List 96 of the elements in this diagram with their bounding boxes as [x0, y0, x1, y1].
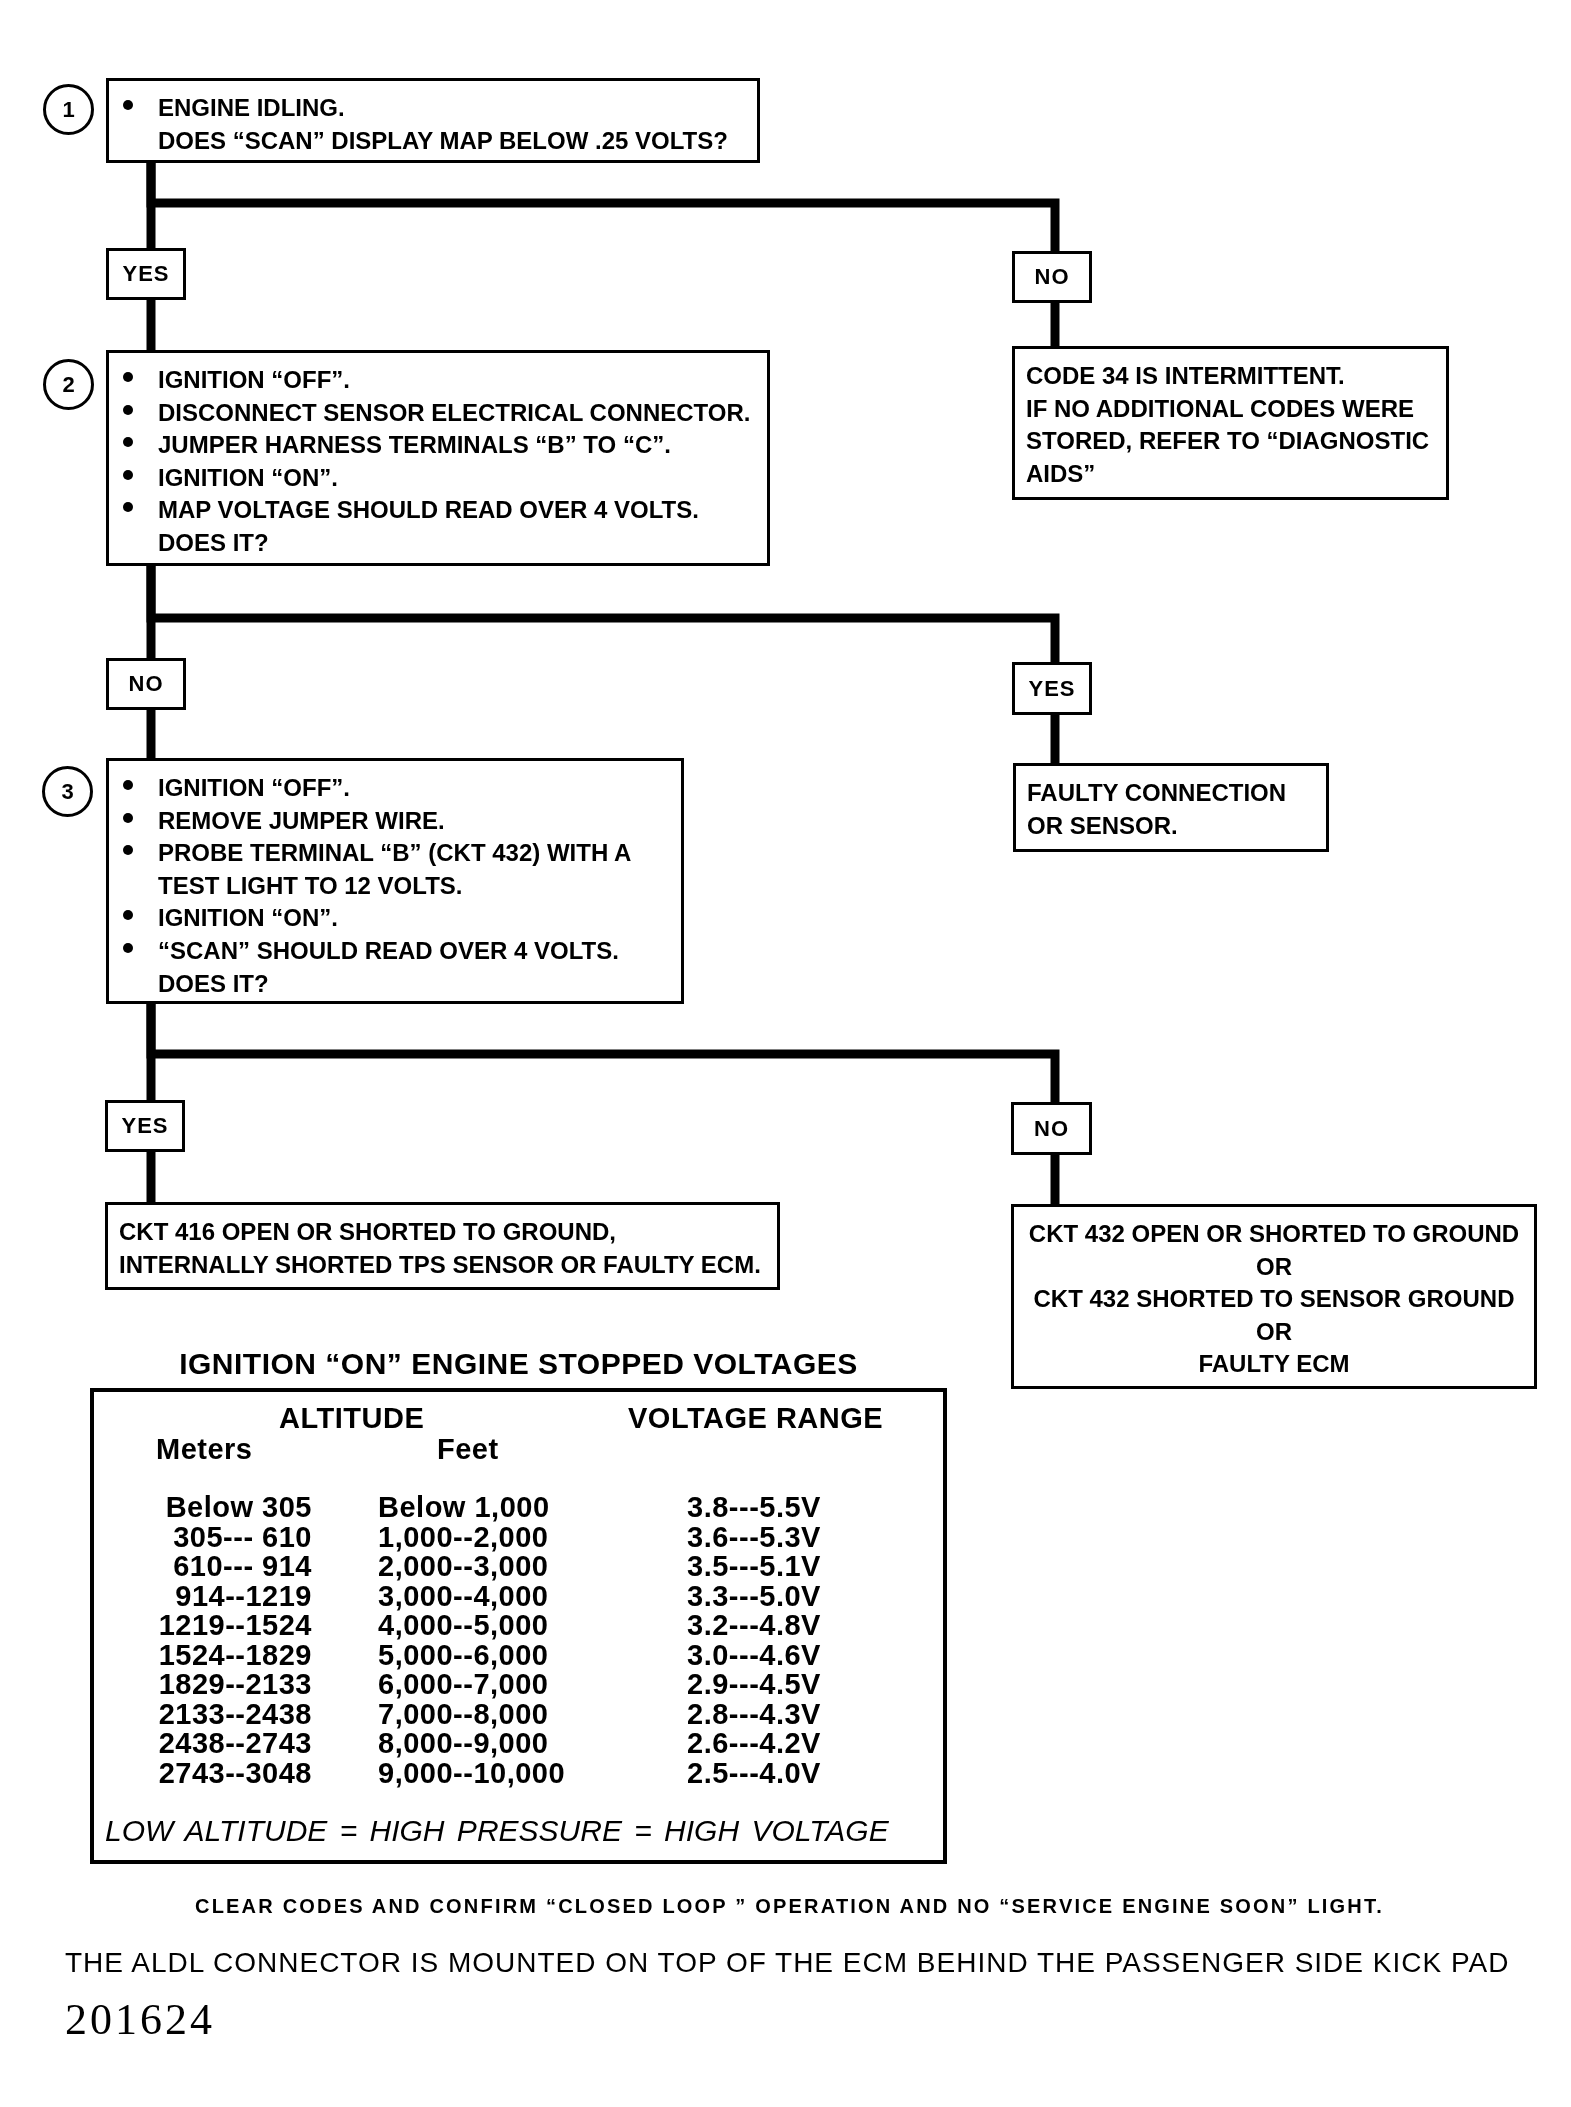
yes-no-box: [1012, 662, 1092, 715]
table-cell: 7,000--8,000: [378, 1698, 549, 1729]
step-box: [106, 350, 770, 566]
result-text: OR: [1256, 1251, 1292, 1282]
column-header: Meters: [156, 1434, 253, 1464]
figure-number: 201624: [65, 1994, 215, 2045]
result-text: FAULTY CONNECTION OR SENSOR.: [1027, 778, 1288, 841]
table-cell: 6,000--7,000: [378, 1669, 549, 1699]
table-cell: 3.6---5.3V: [687, 1521, 821, 1552]
table-cell: 1219--1524: [158, 1610, 312, 1640]
footer-note: THE ALDL CONNECTOR IS MOUNTED ON TOP OF THE ECM BEHIND THE PASSENGER SIDE KICK PAD: [65, 1947, 1510, 1979]
answer-label: NO: [128, 671, 164, 697]
table-cell: 2.6---4.2V: [687, 1728, 821, 1758]
result-box: [105, 1202, 780, 1290]
answer-label: YES: [122, 261, 170, 287]
table-cell: 1524--1829: [158, 1639, 312, 1670]
table-cell: 8,000--9,000: [378, 1728, 549, 1758]
connector-line: [146, 1152, 156, 1202]
column-header: ALTITUDE: [279, 1403, 425, 1433]
table-cell: 2743--3048: [158, 1757, 312, 1788]
table-cell: 3.5---5.1V: [687, 1551, 821, 1581]
instruction-text: ENGINE IDLING.: [158, 93, 345, 123]
instruction-text: DOES “SCAN” DISPLAY MAP BELOW .25 VOLTS?: [158, 125, 728, 156]
instruction-text: DISCONNECT SENSOR ELECTRICAL CONNECTOR.: [158, 397, 751, 428]
table-cell: 2,000--3,000: [378, 1551, 549, 1581]
table-cell: 4,000--5,000: [378, 1610, 549, 1640]
result-text: IF NO ADDITIONAL CODES WERE STORED, REFER TO “DIAGNOSTIC AIDS”: [1026, 393, 1431, 489]
table-cell: 2.9---4.5V: [687, 1669, 821, 1699]
instruction-text: PROBE TERMINAL “B” (CKT 432) WITH A TEST LIGHT TO 12 VOLTS.: [158, 838, 632, 901]
connector-line: [146, 163, 1060, 251]
instruction-text: IGNITION “ON”.: [158, 462, 338, 493]
answer-label: YES: [121, 1113, 169, 1139]
instruction-text: REMOVE JUMPER WIRE.: [158, 805, 445, 836]
instruction-text: JUMPER HARNESS TERMINALS “B” TO “C”.: [158, 430, 671, 461]
result-text: CODE 34 IS INTERMITTENT.: [1026, 361, 1345, 391]
yes-no-box: [1012, 251, 1092, 303]
table-note: LOW ALTITUDE = HIGH PRESSURE = HIGH VOLTAGE: [105, 1816, 889, 1846]
result-box: [1011, 1204, 1537, 1389]
connector-line: [146, 566, 1060, 662]
result-text: FAULTY ECM: [1198, 1349, 1350, 1380]
table-cell: 2438--2743: [158, 1728, 312, 1758]
result-text: OR: [1256, 1316, 1292, 1347]
table-cell: 3.2---4.8V: [687, 1610, 821, 1640]
result-box: [1013, 763, 1329, 852]
connector-line: [1050, 303, 1060, 346]
instruction-text: IGNITION “OFF”.: [158, 773, 350, 803]
step-number: 3: [61, 779, 74, 804]
table-cell: Below 305: [165, 1492, 312, 1522]
answer-label: YES: [1028, 675, 1076, 702]
step-number: 1: [62, 97, 75, 122]
yes-no-box: [105, 1100, 185, 1152]
table-cell: 914--1219: [175, 1580, 312, 1611]
table-cell: 3.3---5.0V: [687, 1580, 821, 1611]
answer-label: NO: [1034, 1115, 1069, 1142]
instruction-text: DOES IT?: [158, 968, 269, 999]
table-cell: 610--- 914: [173, 1551, 312, 1581]
step-number: 2: [62, 372, 75, 397]
table-cell: 2.5---4.0V: [687, 1757, 821, 1788]
table-cell: 1829--2133: [158, 1669, 312, 1699]
connector-line: [146, 710, 156, 758]
connector-line: [1050, 1155, 1060, 1204]
result-text: CKT 432 SHORTED TO SENSOR GROUND: [1033, 1284, 1515, 1315]
yes-no-box: [106, 658, 186, 710]
table-cell: 3.0---4.6V: [687, 1639, 821, 1670]
step-box: [106, 758, 684, 1004]
step-circle: [42, 766, 93, 817]
table-cell: 1,000--2,000: [378, 1521, 549, 1552]
step-circle: [43, 359, 94, 410]
connector-line: [146, 300, 156, 350]
connector-line: [1050, 715, 1060, 763]
column-header: VOLTAGE RANGE: [628, 1403, 884, 1433]
table-cell: 2133--2438: [158, 1698, 312, 1729]
table-title: IGNITION “ON” ENGINE STOPPED VOLTAGES: [179, 1349, 858, 1379]
table-cell: 5,000--6,000: [378, 1639, 549, 1670]
step-box: [106, 78, 760, 163]
answer-label: NO: [1034, 264, 1070, 290]
table-cell: 305--- 610: [173, 1521, 312, 1552]
column-header: Feet: [437, 1434, 499, 1464]
instruction-text: DOES IT?: [158, 527, 269, 558]
instruction-text: IGNITION “OFF”.: [158, 365, 350, 395]
result-text: CKT 416 OPEN OR SHORTED TO GROUND, INTERNALLY SHORTED TPS SENSOR OR FAULTY ECM.: [119, 1217, 762, 1280]
connector-line: [146, 1004, 1060, 1102]
table-cell: Below 1,000: [378, 1492, 550, 1522]
table-cell: 2.8---4.3V: [687, 1698, 821, 1729]
table-cell: 9,000--10,000: [378, 1757, 566, 1788]
result-text: CKT 432 OPEN OR SHORTED TO GROUND: [1028, 1219, 1520, 1249]
result-box: [1012, 346, 1449, 500]
yes-no-box: [1011, 1102, 1092, 1155]
table-cell: 3.8---5.5V: [687, 1492, 821, 1522]
table-cell: 3,000--4,000: [378, 1580, 549, 1611]
yes-no-box: [106, 248, 186, 300]
instruction-text: MAP VOLTAGE SHOULD READ OVER 4 VOLTS.: [158, 495, 699, 526]
instruction-text: IGNITION “ON”.: [158, 903, 338, 934]
instruction-text: “SCAN” SHOULD READ OVER 4 VOLTS.: [158, 935, 619, 966]
footer-note: CLEAR CODES AND CONFIRM “CLOSED LOOP ” OPERATION AND NO “SERVICE ENGINE SOON” LIGHT.: [195, 1895, 1384, 1918]
step-circle: [43, 84, 94, 135]
